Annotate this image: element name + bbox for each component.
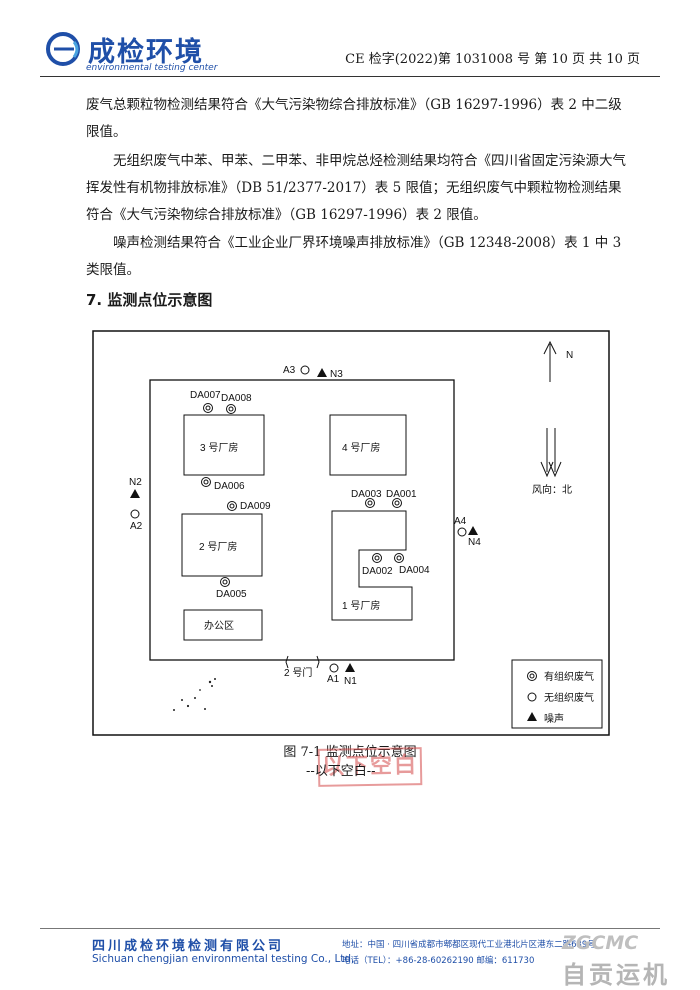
site-boundary: [149, 379, 455, 661]
legend-box: [511, 659, 603, 729]
paragraph-unorganized-conclusion: 无组织废气中苯、甲苯、二甲苯、非甲烷总烃检测结果均符合《四川省固定污染源大气挥发…: [86, 153, 626, 223]
logo-tagline: environmental testing center: [86, 63, 218, 73]
point-da008-icon: [226, 404, 236, 414]
point-a3-label: A3: [283, 365, 296, 376]
point-da002-icon: [372, 553, 382, 563]
point-n2-icon: [130, 489, 140, 498]
scan-marks: [173, 678, 216, 711]
footer-address: 地址：中国 · 四川省成都市郫都区现代工业港北片区港东二路639号: [342, 940, 596, 950]
legend-unorganized-label: 无组织废气: [544, 691, 594, 704]
building-2-label: 2 号厂房: [199, 540, 237, 553]
point-a1-icon: [329, 663, 339, 673]
point-da004-icon: [394, 553, 404, 563]
point-da003-icon: [365, 498, 375, 508]
figure-caption: 图 7-1 监测点位示意图: [283, 745, 417, 760]
legend-unorganized-icon: [527, 692, 537, 702]
point-da006-label: DA006: [214, 481, 245, 492]
point-da006-icon: [201, 477, 211, 487]
point-a2-label: A2: [130, 521, 143, 532]
point-n3-label: N3: [330, 369, 343, 380]
point-n1-icon: [345, 663, 355, 672]
watermark-cn: 自贡运机: [562, 961, 670, 989]
blank-below-note: --以下空白--: [306, 764, 376, 779]
building-1-label: 1 号厂房: [342, 599, 380, 612]
office-area: [183, 609, 263, 641]
point-a2-icon: [130, 509, 140, 519]
point-a1-label: A1: [327, 674, 340, 685]
gate-label: 2 号门: [284, 666, 312, 679]
monitoring-point-diagram: N 风向：北 3 号厂房 4 号厂房 2 号厂房 1 号厂房 办公区 2 号门 …: [92, 330, 610, 736]
building-3-label: 3 号厂房: [200, 441, 238, 454]
logo-mark-icon: [46, 32, 80, 66]
point-n1-label: N1: [344, 676, 357, 687]
point-da002-label: DA002: [362, 566, 393, 577]
building-3: [183, 414, 265, 476]
wind-direction-label: 风向：北: [532, 483, 572, 496]
building-4: [329, 414, 407, 476]
point-da007-icon: [203, 403, 213, 413]
watermark-en: ZGCMC: [562, 932, 639, 954]
point-da004-label: DA004: [399, 565, 430, 576]
header-divider: [40, 76, 660, 77]
paragraph-noise-conclusion: 噪声检测结果符合《工业企业厂界环境噪声排放标准》（GB 12348-2008）表…: [86, 235, 622, 278]
paragraph-dust-conclusion: 废气总颗粒物检测结果符合《大气污染物综合排放标准》（GB 16297-1996）…: [86, 97, 622, 140]
point-da005-icon: [220, 577, 230, 587]
wind-arrows-icon: [540, 428, 562, 478]
legend-organized-label: 有组织废气: [544, 670, 594, 683]
point-n3-icon: [317, 368, 327, 377]
point-a3-icon: [300, 365, 310, 375]
point-da001-icon: [392, 498, 402, 508]
footer-company-cn: 四川成检环境检测有限公司: [92, 939, 285, 954]
building-2: [181, 513, 263, 577]
point-a4-icon: [457, 527, 467, 537]
point-n4-label: N4: [468, 537, 481, 548]
gate-marker: [285, 655, 320, 669]
footer-phone: 电话（TEL）：+86-28-60262190 邮编：611730: [342, 956, 535, 966]
legend-noise-icon: [527, 712, 537, 721]
point-n2-label: N2: [129, 477, 142, 488]
point-da007-label: DA007: [190, 390, 221, 401]
building-1: [331, 510, 413, 621]
diagram-frame: [92, 330, 610, 736]
north-arrow-icon: [543, 340, 557, 382]
building-4-label: 4 号厂房: [342, 441, 380, 454]
point-a4-label: A4: [454, 516, 467, 527]
north-label: N: [566, 350, 573, 361]
point-da001-label: DA001: [386, 489, 417, 500]
legend-organized-icon: [527, 671, 537, 681]
logo-name: 成检环境: [88, 37, 204, 68]
point-da009-icon: [227, 501, 237, 511]
section-title: 7. 监测点位示意图: [86, 291, 213, 309]
point-da008-label: DA008: [221, 393, 252, 404]
point-da009-label: DA009: [240, 501, 271, 512]
point-da005-label: DA005: [216, 589, 247, 600]
footer-company-en: Sichuan chengjian environmental testing …: [92, 953, 355, 965]
legend-noise-label: 噪声: [544, 712, 564, 725]
point-da003-label: DA003: [351, 489, 382, 500]
point-n4-icon: [468, 526, 478, 535]
document-reference: CE 检字(2022)第 1031008 号 第 10 页 共 10 页: [345, 52, 640, 67]
footer-divider: [40, 928, 660, 929]
office-area-label: 办公区: [204, 619, 234, 632]
